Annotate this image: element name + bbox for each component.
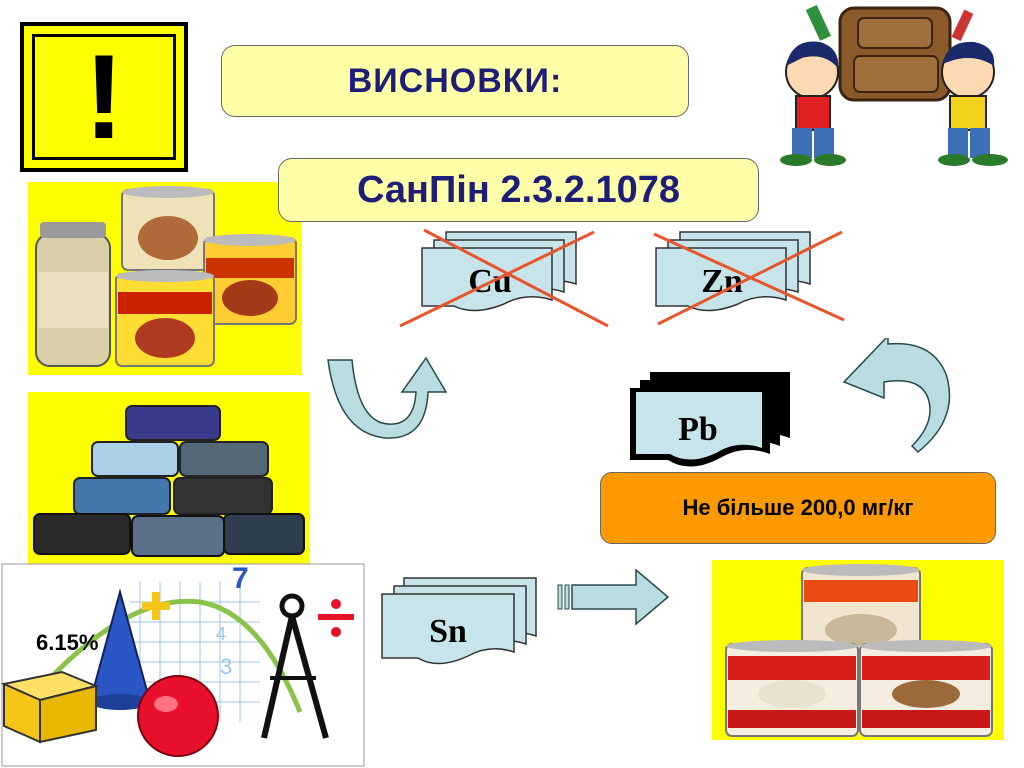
zn-label: Zn bbox=[701, 263, 743, 300]
three-label: 3 bbox=[220, 654, 232, 679]
sn-document: Sn bbox=[381, 577, 537, 665]
pb-document: Pb bbox=[630, 372, 790, 467]
exclamation-icon: ! bbox=[32, 34, 176, 160]
standard-label: СанПін 2.3.2.1078 bbox=[278, 158, 759, 222]
zn-cross-line bbox=[657, 230, 843, 326]
curved-arrow-right-icon bbox=[842, 338, 951, 454]
limit-label: Не більше 200,0 мг/кг bbox=[600, 472, 996, 544]
slide-title: ВИСНОВКИ: bbox=[221, 45, 689, 117]
striped-arrow-right-icon bbox=[557, 568, 670, 626]
cu-document: Cu bbox=[399, 228, 609, 328]
pb-label: Pb bbox=[678, 411, 718, 448]
canned-fish-image bbox=[28, 392, 310, 577]
four-label: 4 bbox=[216, 624, 226, 644]
cu-cross-line bbox=[399, 230, 595, 328]
canned-meat-image bbox=[28, 182, 302, 375]
warning-sign: ! bbox=[20, 22, 188, 172]
canned-porridge-image bbox=[712, 560, 1004, 740]
seven-label: 7 bbox=[232, 562, 249, 595]
curved-arrow-left-icon bbox=[327, 356, 448, 439]
children-backpack-icon bbox=[780, 4, 1008, 166]
percent-label: 6.15% bbox=[36, 630, 98, 655]
zn-document: Zn bbox=[653, 230, 845, 326]
math-shapes-icon: 6.15% 7 4 3 bbox=[0, 562, 365, 767]
cu-cross-line bbox=[423, 228, 609, 328]
sn-label: Sn bbox=[429, 613, 467, 650]
